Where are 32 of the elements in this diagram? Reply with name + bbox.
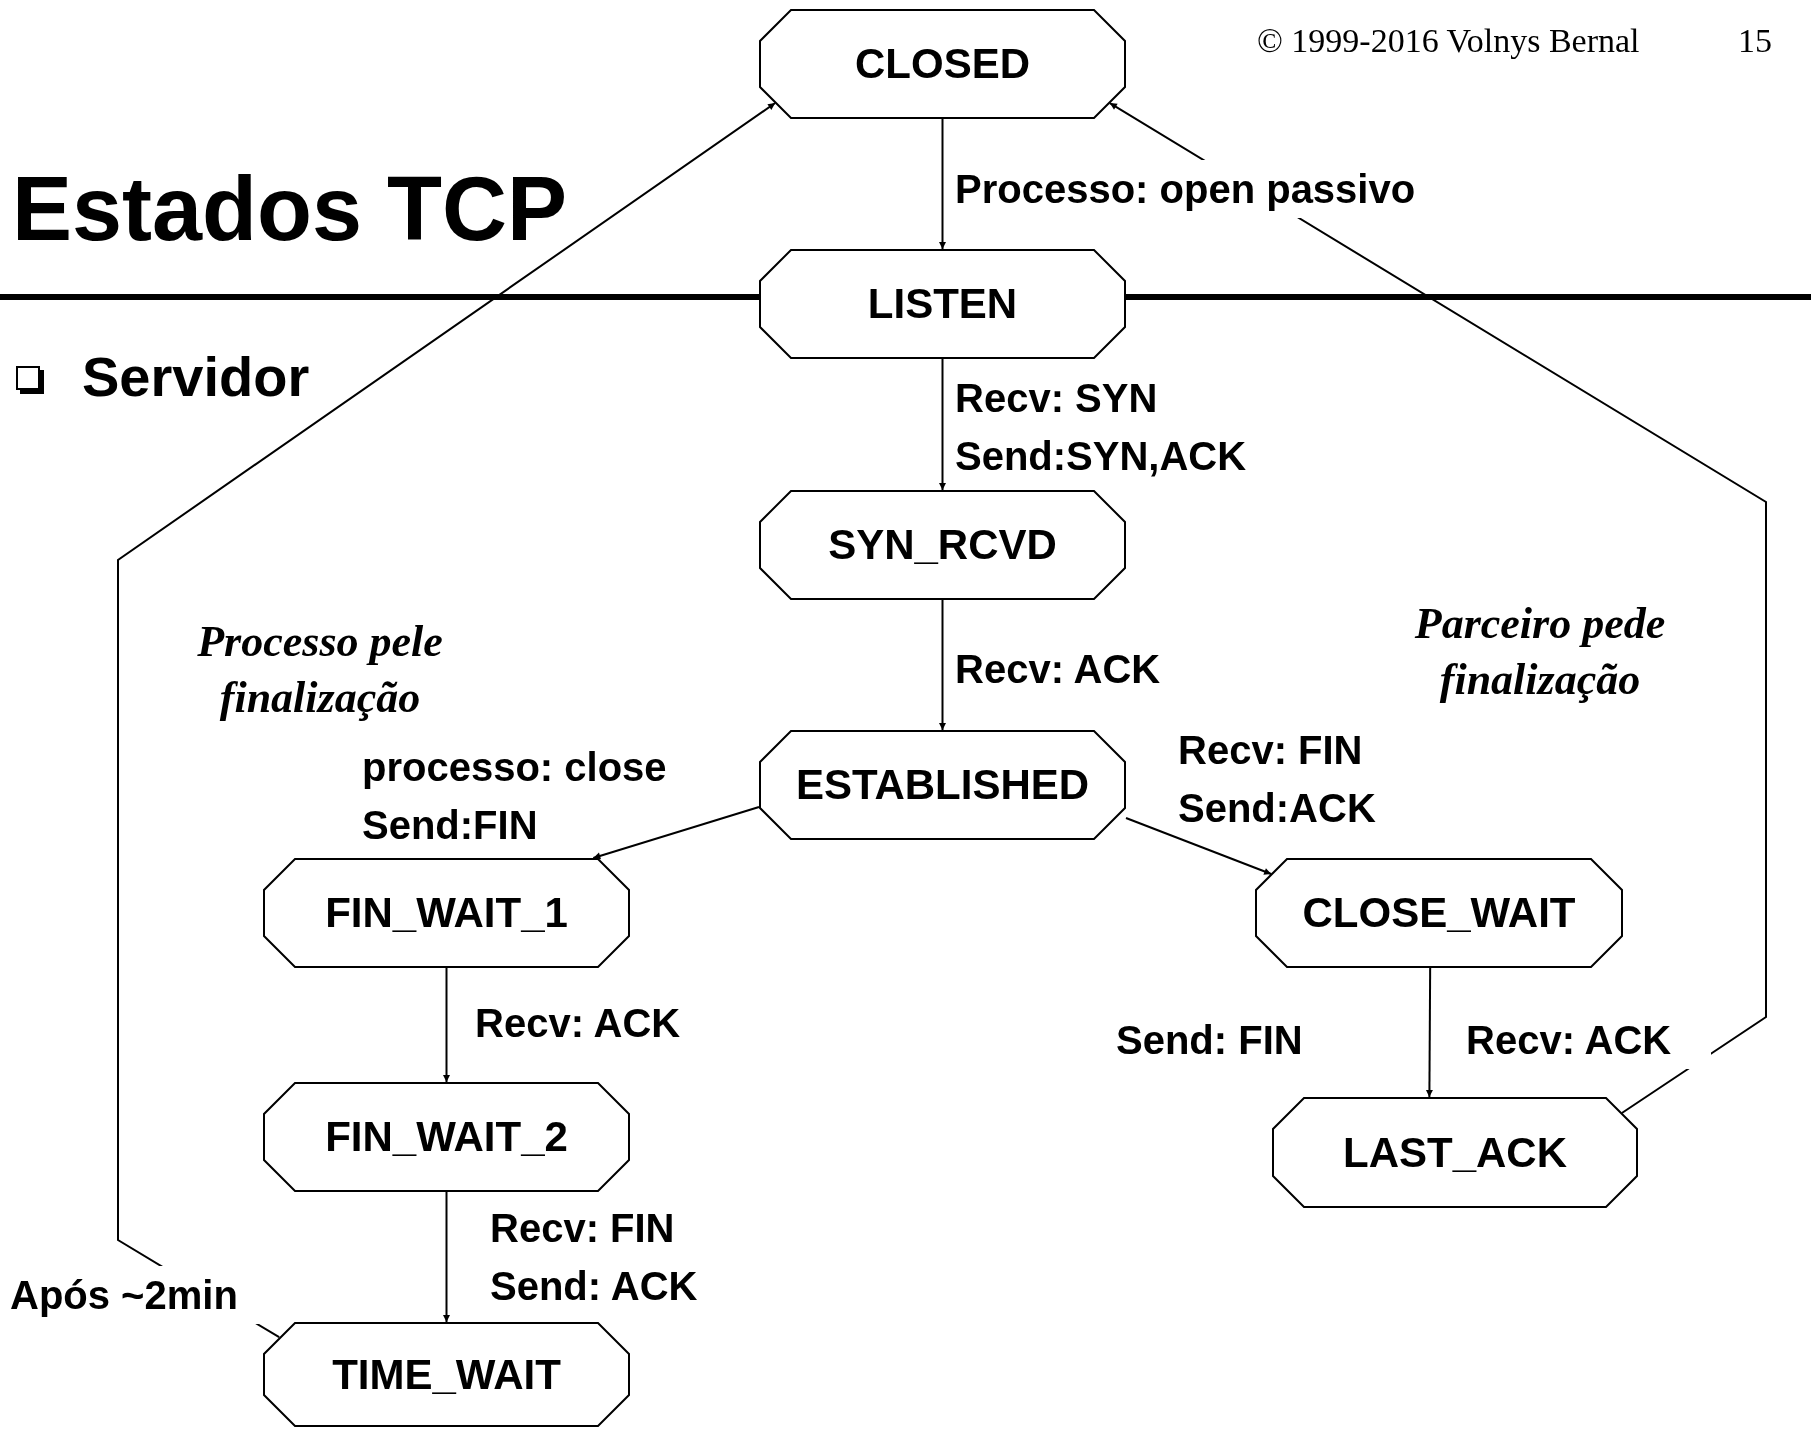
state-name: FIN_WAIT_1: [325, 889, 568, 937]
arrow: [939, 599, 946, 731]
arrow: [1125, 817, 1273, 875]
state-name: SYN_RCVD: [828, 521, 1057, 569]
edge-label: Send: FIN: [1116, 1017, 1304, 1064]
page-number: 15: [1738, 22, 1772, 60]
arrow: [939, 118, 946, 250]
state-name: TIME_WAIT: [332, 1350, 561, 1399]
annotation-text: Processo pele finalização: [196, 616, 444, 724]
arrow: [592, 806, 760, 860]
state-name: ESTABLISHED: [795, 761, 1090, 809]
state-name: FIN_WAIT_2: [325, 1113, 568, 1161]
arrow: [1425, 967, 1433, 1098]
edge-label: Recv: ACK: [955, 646, 1162, 693]
copyright-text: © 1999-2016 Volnys Bernal: [1257, 22, 1640, 60]
arrow: [939, 358, 946, 491]
slide-title: Estados TCP: [12, 160, 568, 259]
arrow: [117, 102, 777, 1339]
state-name: LAST_ACK: [1343, 1128, 1567, 1177]
edge-label: Recv: ACK: [475, 1000, 682, 1047]
arrow: [443, 967, 450, 1083]
edge-label: Recv: FIN Send:ACK: [1178, 727, 1377, 832]
arrow: [443, 1191, 450, 1323]
annotation-text: Parceiro pede finalização: [1413, 598, 1667, 706]
state-name: LISTEN: [867, 280, 1018, 328]
edge-label: processo: close Send:FIN: [362, 744, 668, 849]
edge-label: Recv: FIN Send: ACK: [490, 1205, 699, 1310]
bullet-text: Servidor: [82, 344, 310, 409]
edge-label: Recv: SYN Send:SYN,ACK: [955, 375, 1248, 480]
arrow: [1108, 102, 1767, 1114]
state-name: CLOSE_WAIT: [1302, 889, 1576, 937]
state-name: CLOSED: [855, 40, 1030, 88]
